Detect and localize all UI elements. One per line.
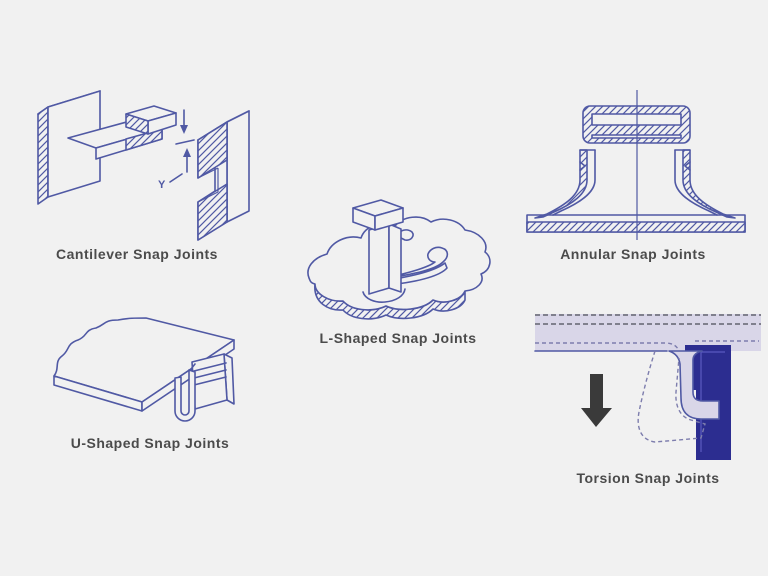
torsion-latch — [668, 350, 720, 420]
post-front — [368, 223, 390, 295]
arm-top — [388, 246, 449, 279]
right-notch — [684, 161, 691, 171]
hook-slant — [125, 113, 149, 135]
annular-snap-joint-illustration — [526, 90, 746, 240]
right-wall-section — [682, 149, 736, 219]
cantilever-wall — [37, 90, 101, 205]
torsion-snap-joint-illustration — [534, 314, 761, 460]
post-side — [388, 223, 402, 293]
right-wall-inner — [674, 149, 718, 216]
label-leader-line — [169, 173, 183, 183]
u-shaped-caption: U-Shaped Snap Joints — [70, 435, 230, 451]
left-wall-inner — [552, 149, 596, 216]
l-shaped-caption: L-Shaped Snap Joints — [319, 330, 477, 346]
plate — [53, 317, 235, 412]
u-hook — [174, 353, 235, 422]
l-shaped-snap-joint-illustration — [307, 199, 491, 320]
latch-original-position — [637, 350, 706, 443]
torsion-caption: Torsion Snap Joints — [576, 470, 720, 486]
clip-ridges — [193, 362, 227, 386]
annular-caption: Annular Snap Joints — [560, 246, 706, 262]
datum-dash — [175, 139, 195, 145]
u-strap — [174, 369, 196, 422]
down-arrow-icon — [581, 374, 612, 427]
cantilever-caption: Cantilever Snap Joints — [56, 246, 218, 262]
base-fillet — [362, 288, 406, 303]
left-wall-section — [534, 149, 588, 219]
wall-band — [534, 314, 761, 352]
slot-interior — [197, 167, 219, 203]
head-side — [374, 207, 404, 231]
cantilever-mating-block — [197, 110, 250, 241]
l-hook — [352, 199, 449, 303]
arm-thickness — [388, 262, 448, 286]
deflection-label: Y — [158, 179, 166, 191]
left-notch — [579, 161, 586, 171]
u-shaped-snap-joint-illustration — [53, 317, 235, 422]
deflection-annotation: Y — [158, 109, 195, 191]
annular-flange — [526, 149, 746, 233]
cantilever-snap-joint-illustration: Y — [37, 90, 250, 241]
cantilever-beam — [67, 105, 177, 160]
